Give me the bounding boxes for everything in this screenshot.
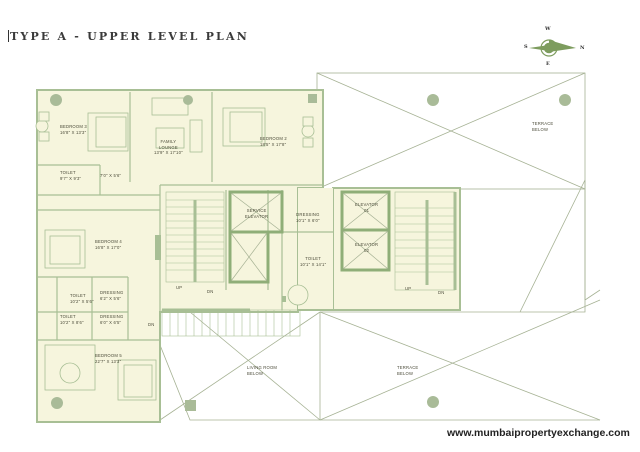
service-elevator-shaft bbox=[228, 190, 284, 284]
title-marker bbox=[8, 30, 9, 42]
interior-walls bbox=[37, 92, 333, 341]
room-passage-b3: 7'0" X 5'6" bbox=[100, 173, 122, 178]
stair-dn-left: DN bbox=[207, 289, 214, 294]
compass-north: N bbox=[580, 45, 585, 51]
plan-title-text: TYPE A - UPPER LEVEL PLAN bbox=[10, 30, 249, 43]
staircase-lower bbox=[161, 308, 301, 337]
plan-title: TYPE A - UPPER LEVEL PLAN bbox=[8, 30, 249, 43]
staircase-right bbox=[394, 191, 457, 291]
compass-west: W bbox=[545, 26, 551, 32]
compass-east: E bbox=[546, 61, 550, 67]
staircase-left bbox=[165, 191, 225, 283]
compass-south: S bbox=[524, 44, 528, 50]
website-watermark: www.mumbaipropertyexchange.com bbox=[447, 427, 630, 439]
columns bbox=[50, 94, 571, 411]
terrace-bottom-outline bbox=[319, 179, 601, 421]
living-below-outline bbox=[159, 311, 321, 421]
stair-up-left: UP bbox=[176, 285, 183, 290]
stair-dn-lower: DN bbox=[148, 322, 155, 327]
furniture bbox=[35, 97, 315, 401]
stair-up-right: UP bbox=[405, 286, 412, 291]
stair-dn-right: DN bbox=[438, 290, 445, 295]
passenger-elevators bbox=[340, 190, 391, 272]
compass-icon bbox=[529, 39, 576, 57]
